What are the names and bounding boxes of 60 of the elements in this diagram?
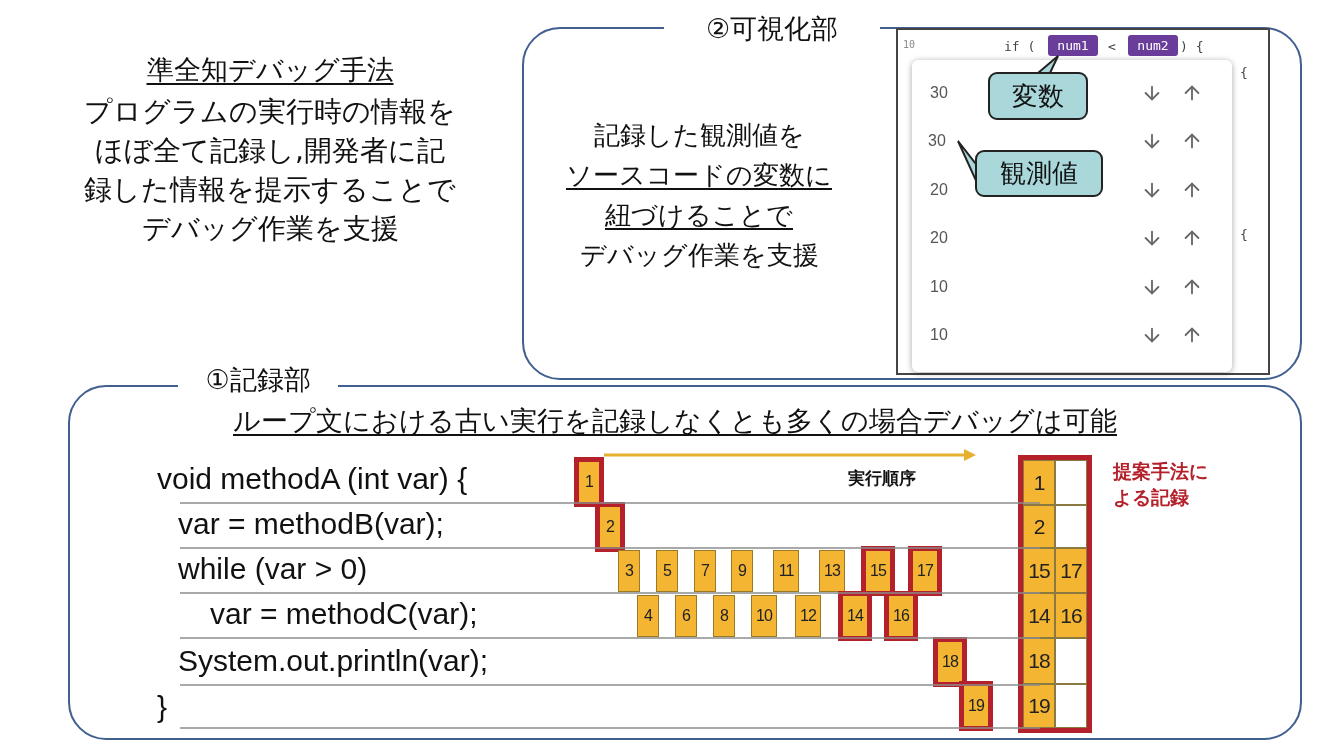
record-frame xyxy=(1018,455,1092,733)
execution-box: 5 xyxy=(656,550,678,592)
execution-box: 7 xyxy=(694,550,716,592)
code-editor-screenshot xyxy=(896,28,1270,375)
execution-box: 9 xyxy=(731,550,753,592)
source-code-line: System.out.println(var); xyxy=(178,643,489,679)
recorded-execution-box: 16 xyxy=(884,591,918,641)
source-code-line: var = methodC(var); xyxy=(210,596,478,632)
callout-pointer xyxy=(957,140,977,182)
callout-pointer xyxy=(1035,55,1059,74)
record-cell: 17 xyxy=(1055,548,1087,593)
source-code-line: } xyxy=(157,689,168,725)
code-text: ) { xyxy=(1180,38,1204,56)
record-cell: 19 xyxy=(1023,684,1055,728)
observed-value: 20 xyxy=(930,228,948,248)
description-text: デバッグ作業を支援 xyxy=(579,239,819,272)
execution-box: 3 xyxy=(618,550,640,592)
record-cell: 14 xyxy=(1023,593,1055,638)
record-cell: 18 xyxy=(1023,638,1055,684)
recorded-execution-box: 1 xyxy=(574,457,604,507)
recorded-execution-box: 2 xyxy=(595,502,625,552)
observed-value: 30 xyxy=(930,83,948,103)
record-cell: 15 xyxy=(1023,548,1055,593)
description-text: 記録した観測値を xyxy=(593,119,805,152)
code-text: { xyxy=(1240,64,1248,82)
observed-value: 10 xyxy=(930,277,948,297)
record-cell: 1 xyxy=(1023,460,1055,505)
source-code-line: void methodA (int var) { xyxy=(157,461,468,497)
recorded-execution-box: 19 xyxy=(959,681,993,731)
recorded-execution-box: 15 xyxy=(861,546,895,596)
observed-value: 20 xyxy=(930,180,948,200)
method-title: 準全知デバッグ手法 xyxy=(145,53,395,87)
execution-box: 8 xyxy=(713,595,735,637)
record-cell: 2 xyxy=(1023,505,1055,548)
code-text: { xyxy=(1240,226,1248,244)
recorded-execution-box: 17 xyxy=(908,546,942,596)
variable-highlight: num2 xyxy=(1128,35,1178,56)
execution-box: 6 xyxy=(675,595,697,637)
execution-box: 4 xyxy=(637,595,659,637)
source-code-line: while (var > 0) xyxy=(178,551,368,587)
variable-highlight: num1 xyxy=(1048,35,1098,56)
annotation-text: 提案手法による記録 xyxy=(1113,459,1209,510)
record-cell: 16 xyxy=(1055,593,1087,638)
code-text: < xyxy=(1108,38,1116,56)
method-description: プログラムの実行時の情報をほぼ全て記録し,開発者に記録した情報を提示することでデバッグ作業を支援 xyxy=(84,94,456,247)
values-popup xyxy=(912,60,1232,372)
recorded-execution-box: 14 xyxy=(838,591,872,641)
execution-box: 13 xyxy=(819,550,845,592)
execution-box: 11 xyxy=(773,550,799,592)
code-text: if ( xyxy=(1004,38,1036,56)
description-text: ループ文における古い実行を記録しなくとも多くの場合デバッグは可能 xyxy=(233,404,1117,438)
observed-value: 30 xyxy=(928,131,946,151)
execution-box: 12 xyxy=(795,595,821,637)
source-code-line: var = methodB(var); xyxy=(178,506,444,542)
description-text: ソースコードの変数に紐づけることで xyxy=(565,159,833,232)
execution-order-label: 実行順序 xyxy=(848,467,916,490)
execution-box: 10 xyxy=(751,595,777,637)
line-number: 10 xyxy=(903,39,916,50)
recorded-execution-box: 18 xyxy=(933,637,967,687)
observed-value: 10 xyxy=(930,325,948,345)
